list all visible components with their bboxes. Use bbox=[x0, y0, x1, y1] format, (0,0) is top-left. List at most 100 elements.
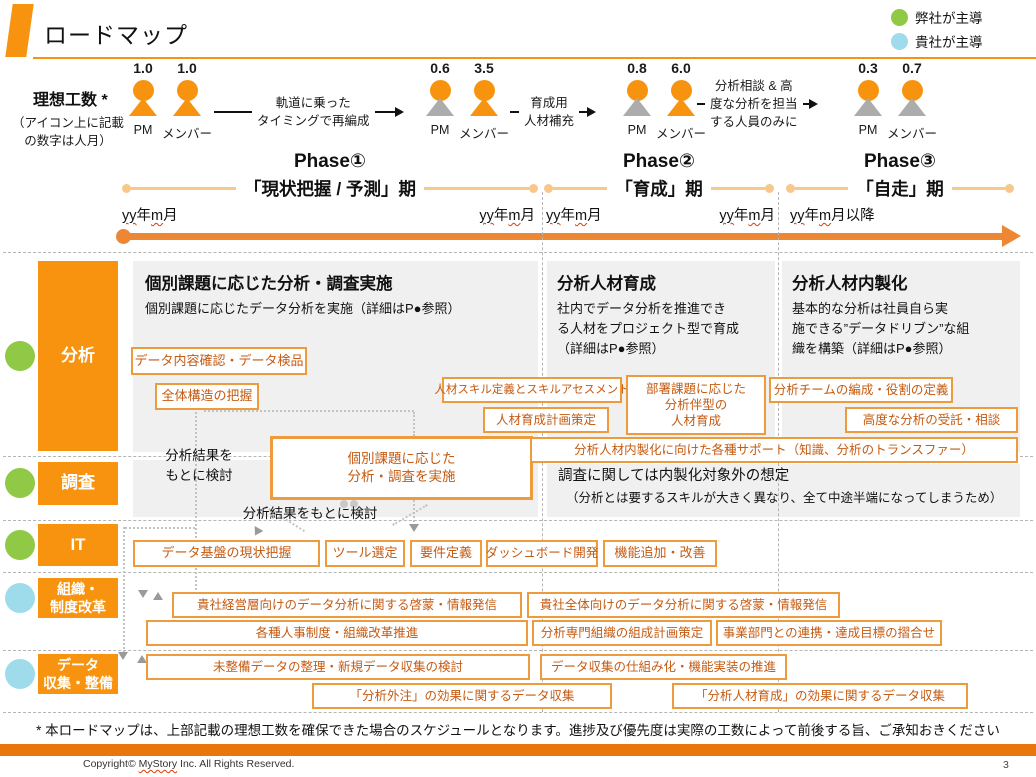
pm-count: 0.8 bbox=[627, 60, 647, 76]
connector-dot bbox=[340, 500, 348, 508]
lane-data-collection: データ 収集・整備 bbox=[38, 654, 118, 694]
member-count: 1.0 bbox=[177, 60, 197, 76]
consider-note-left: 分析結果を もとに検討 bbox=[165, 448, 233, 484]
task-box: ダッシュボード開発 bbox=[486, 540, 598, 567]
legend-label: 弊社が主導 bbox=[915, 11, 983, 26]
pm-label: PM bbox=[133, 123, 153, 137]
phase-1-header: Phase① 「現状把握 / 予測」期 bbox=[122, 150, 538, 201]
phase-period: 「育成」期 bbox=[615, 179, 703, 199]
arrow-right-icon bbox=[579, 107, 597, 117]
member-count: 0.7 bbox=[902, 60, 922, 76]
member-label: メンバー bbox=[887, 127, 938, 141]
page-title: ロードマップ bbox=[44, 22, 188, 48]
workload-group-3: 0.8 PM 6.0 メンバー bbox=[618, 60, 706, 142]
task-box: ツール選定 bbox=[325, 540, 405, 567]
person-icon bbox=[666, 80, 696, 120]
phase-name: Phase② bbox=[622, 151, 696, 172]
member-count: 6.0 bbox=[671, 60, 691, 76]
legend-item-client: 貴社が主導 bbox=[891, 31, 983, 51]
lane-analysis: 分析 bbox=[38, 261, 118, 451]
task-box: 各種人事制度・組織改革推進 bbox=[146, 620, 528, 646]
task-box: 機能追加・改善 bbox=[603, 540, 717, 567]
task-box: データ基盤の現状把握 bbox=[133, 540, 320, 567]
phase1-analysis-title: 個別課題に応じた分析・調査実施 bbox=[145, 275, 393, 293]
page-number: 3 bbox=[1003, 759, 1009, 771]
task-box: 全体構造の把握 bbox=[155, 383, 259, 410]
legend-item-our-company: 弊社が主導 bbox=[891, 7, 983, 27]
title-accent-bar bbox=[5, 4, 34, 57]
consider-note-bottom: 分析結果をもとに検討 bbox=[242, 506, 378, 521]
person-icon bbox=[897, 80, 927, 120]
connector-dotted-vertical bbox=[413, 500, 415, 522]
lane-separator bbox=[3, 572, 1033, 573]
person-icon bbox=[853, 80, 883, 120]
task-box: 分析チームの編成・役割の定義 bbox=[769, 377, 953, 403]
connector-arrow-icon bbox=[250, 526, 264, 538]
date-phase2-start: yy年m月 bbox=[546, 208, 602, 224]
person-icon bbox=[425, 80, 455, 120]
task-box: 貴社全体向けのデータ分析に関する啓蒙・情報発信 bbox=[527, 592, 840, 618]
person-icon bbox=[128, 80, 158, 120]
phase-period: 「自走」期 bbox=[856, 179, 944, 199]
panel-survey-phase23 bbox=[547, 464, 1020, 517]
task-box: 人材スキル定義とスキルアセスメント bbox=[434, 377, 630, 403]
our-company-dot-icon bbox=[5, 530, 35, 560]
task-box: 「分析人材育成」の効果に関するデータ収集 bbox=[672, 683, 968, 709]
connector-arrow-up-icon bbox=[153, 592, 163, 600]
pm-label: PM bbox=[627, 123, 647, 137]
workload-group-4: 0.3 PM 0.7 メンバー bbox=[849, 60, 937, 142]
connector-arrow-up-icon bbox=[137, 655, 147, 663]
lane-separator bbox=[3, 252, 1033, 253]
our-company-dot-icon bbox=[5, 468, 35, 498]
task-box: 貴社経営層向けのデータ分析に関する啓蒙・情報発信 bbox=[172, 592, 522, 618]
task-box: 分析専門組織の組成計画策定 bbox=[532, 620, 712, 646]
connector-arrow-down-icon bbox=[138, 590, 148, 598]
client-dot-icon bbox=[5, 583, 35, 613]
transition-1: 軌道に乗った タイミングで再編成 bbox=[214, 84, 420, 140]
connector-dotted-vertical bbox=[195, 405, 197, 630]
phase-period-line: 「自走」期 bbox=[786, 176, 1014, 201]
phase-name: Phase① bbox=[293, 151, 367, 172]
task-box: 個別課題に応じた 分析・調査を実施 bbox=[270, 436, 533, 500]
date-phase1-start: yy年m月 bbox=[122, 208, 178, 224]
pm-label: PM bbox=[430, 123, 450, 137]
person-icon bbox=[469, 80, 499, 120]
phase2-analysis-title: 分析人材育成 bbox=[557, 275, 656, 293]
timeline-bar bbox=[122, 233, 1004, 240]
member-count: 3.5 bbox=[474, 60, 494, 76]
footnote: * 本ロードマップは、上部記載の理想工数を確保できた場合のスケジュールとなります… bbox=[36, 723, 1000, 738]
phase-period-line: 「現状把握 / 予測」期 bbox=[122, 176, 538, 201]
copyright: Copyright© MyStory Inc. All Rights Reser… bbox=[83, 758, 295, 770]
pm-count: 0.3 bbox=[858, 60, 878, 76]
timeline-arrowhead-icon bbox=[1002, 225, 1021, 247]
transition-3: 分析相談 & 高 度な分析を担当 する人員のみに bbox=[697, 72, 847, 136]
workload-group-1: 1.0 PM 1.0 メンバー bbox=[124, 60, 212, 142]
person-icon bbox=[172, 80, 202, 120]
connector-dot bbox=[350, 500, 358, 508]
date-phase3-start: yy年m月以降 bbox=[790, 208, 875, 224]
arrow-right-icon bbox=[802, 99, 818, 109]
task-box: データ内容確認・データ検品 bbox=[131, 347, 307, 375]
pm-label: PM bbox=[858, 123, 878, 137]
connector-dotted-vertical bbox=[123, 527, 125, 653]
legend: 弊社が主導 貴社が主導 bbox=[891, 7, 983, 51]
footer-bar bbox=[0, 744, 1036, 756]
lane-separator bbox=[3, 520, 1033, 521]
lane-survey: 調査 bbox=[38, 462, 118, 505]
lane-org-reform: 組織・ 制度改革 bbox=[38, 578, 118, 618]
task-box: 部署課題に応じた 分析伴型の 人材育成 bbox=[626, 375, 766, 435]
connector-dotted-horizontal bbox=[204, 410, 414, 412]
connector-arrow-down-icon bbox=[409, 524, 419, 532]
connector-arrow-down-icon bbox=[118, 652, 128, 660]
member-label: メンバー bbox=[656, 127, 707, 141]
phase1-analysis-desc: 個別課題に応じたデータ分析を実施（詳細はP●参照） bbox=[145, 301, 461, 316]
task-box: 人材育成計画策定 bbox=[483, 407, 609, 433]
lane-separator bbox=[3, 650, 1033, 651]
member-label: メンバー bbox=[162, 127, 213, 141]
workload-group-2: 0.6 PM 3.5 メンバー bbox=[421, 60, 509, 142]
transition-text: 分析相談 & 高 度な分析を担当 する人員のみに bbox=[710, 78, 798, 130]
phase-period: 「現状把握 / 予測」期 bbox=[243, 179, 417, 199]
phase-name: Phase③ bbox=[863, 151, 937, 172]
date-phase2-end: yy年m月 bbox=[719, 208, 775, 224]
